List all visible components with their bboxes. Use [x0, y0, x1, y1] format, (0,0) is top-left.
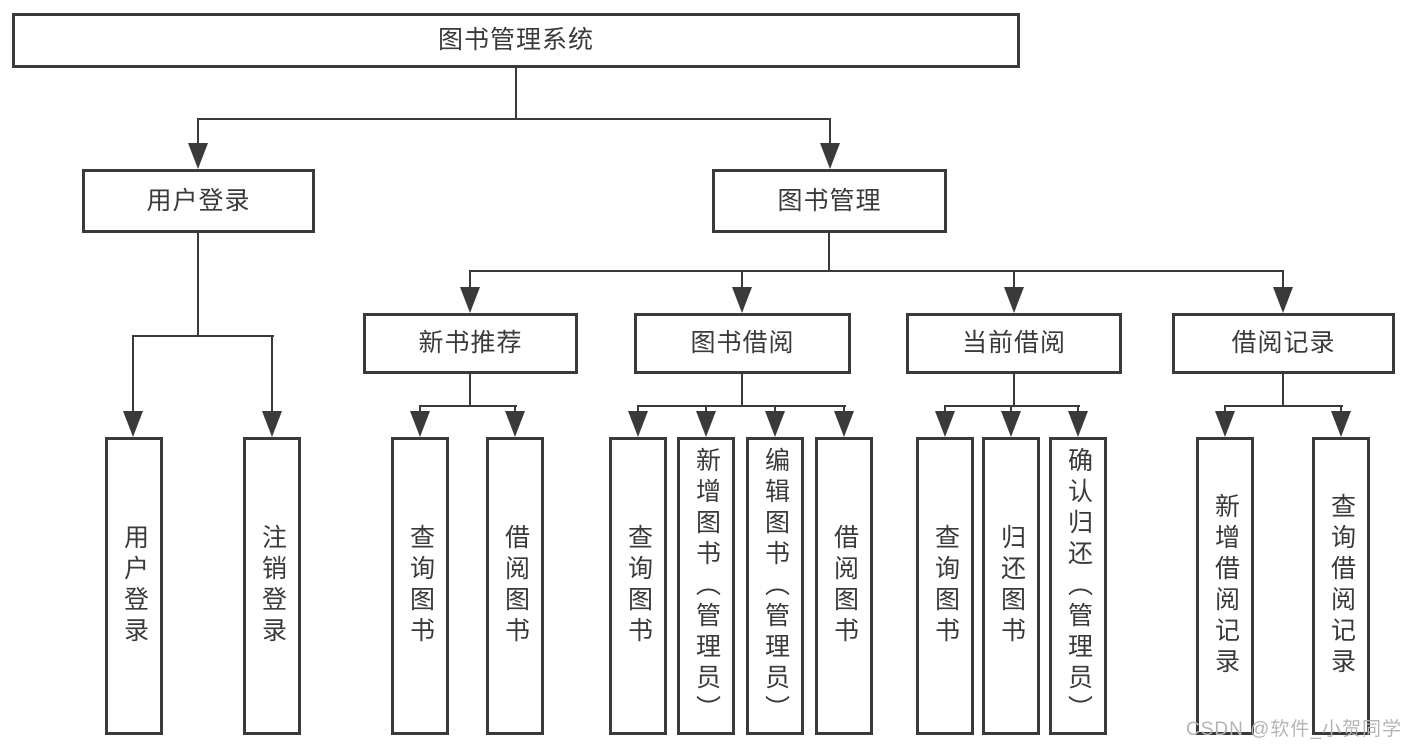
connector-stem-level3 — [741, 270, 743, 292]
leaf-logout: 注销登录 — [243, 437, 301, 735]
arrowhead-down-icon — [1001, 411, 1021, 437]
connector-stem-level3 — [1282, 270, 1284, 292]
connector-borrow-records-trunk — [1282, 374, 1284, 406]
node-root: 图书管理系统 — [12, 13, 1020, 68]
connector-stem-leaf — [132, 335, 134, 418]
leaf-bb-edit-books-admin: 编辑图书（管理员） — [746, 437, 804, 735]
node-book-management: 图书管理 — [712, 169, 947, 233]
leaf-cb-confirm-return-admin: 确认归还（管理员） — [1049, 437, 1107, 735]
connector-level3-hline — [469, 270, 1284, 272]
leaf-nb-query-books: 查询图书 — [391, 437, 449, 735]
arrowhead-down-icon — [505, 411, 525, 437]
arrowhead-down-icon — [1273, 287, 1293, 313]
arrowhead-down-icon — [820, 143, 840, 169]
connector-current-borrow-hline — [944, 405, 1080, 407]
connector-book-management-trunk — [828, 233, 830, 272]
connector-stem-level3 — [1013, 270, 1015, 292]
node-book-borrow: 图书借阅 — [634, 313, 851, 374]
connector-new-book-hline — [419, 405, 517, 407]
arrowhead-down-icon — [628, 411, 648, 437]
connector-user-login-trunk — [197, 233, 199, 337]
arrowhead-down-icon — [188, 143, 208, 169]
leaf-cb-return-books: 归还图书 — [982, 437, 1040, 735]
node-new-book-recommend: 新书推荐 — [363, 313, 578, 374]
connector-book-borrow-trunk — [741, 374, 743, 406]
connector-book-borrow-hline — [637, 405, 846, 407]
arrowhead-down-icon — [1215, 411, 1235, 437]
arrowhead-down-icon — [1004, 287, 1024, 313]
connector-stem-leaf — [271, 335, 273, 418]
arrowhead-down-icon — [765, 411, 785, 437]
connector-current-borrow-trunk — [1013, 374, 1015, 406]
arrowhead-down-icon — [1331, 411, 1351, 437]
connector-new-book-trunk — [469, 374, 471, 406]
connector-user-login-hline — [132, 335, 274, 337]
leaf-user-login: 用户登录 — [105, 437, 163, 735]
leaf-cb-query-books: 查询图书 — [916, 437, 974, 735]
leaf-nb-borrow-books: 借阅图书 — [486, 437, 544, 735]
connector-stem-level3 — [469, 270, 471, 292]
leaf-bb-query-books: 查询图书 — [609, 437, 667, 735]
arrowhead-down-icon — [410, 411, 430, 437]
leaf-br-add-record: 新增借阅记录 — [1196, 437, 1254, 735]
connector-root-trunk — [515, 68, 517, 118]
arrowhead-down-icon — [732, 287, 752, 313]
arrowhead-down-icon — [1068, 411, 1088, 437]
node-user-login: 用户登录 — [82, 169, 315, 233]
connector-level2-hline — [197, 118, 831, 120]
node-current-borrow: 当前借阅 — [906, 313, 1122, 374]
arrowhead-down-icon — [696, 411, 716, 437]
arrowhead-down-icon — [460, 287, 480, 313]
arrowhead-down-icon — [262, 411, 282, 437]
connector-borrow-records-hline — [1224, 405, 1343, 407]
arrowhead-down-icon — [123, 411, 143, 437]
leaf-bb-add-books-admin: 新增图书（管理员） — [677, 437, 735, 735]
arrowhead-down-icon — [935, 411, 955, 437]
connector-stem-book-management — [829, 118, 831, 150]
node-borrow-records: 借阅记录 — [1172, 313, 1395, 374]
connector-stem-user-login — [197, 118, 199, 150]
arrowhead-down-icon — [834, 411, 854, 437]
leaf-br-query-record: 查询借阅记录 — [1312, 437, 1370, 735]
watermark: CSDN @软件_小贺同学 — [1186, 719, 1402, 740]
leaf-bb-borrow-books: 借阅图书 — [815, 437, 873, 735]
